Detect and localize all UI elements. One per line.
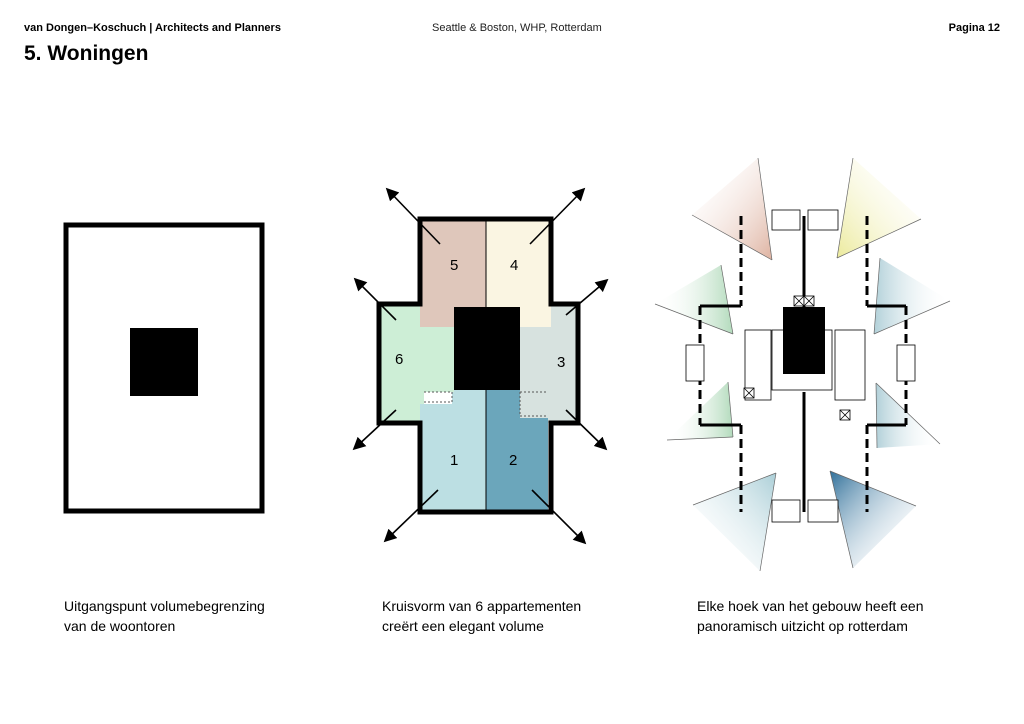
view-cone-bottom-right: [830, 471, 916, 568]
apartment-unit-1: [420, 390, 486, 512]
unit-label-6: 6: [395, 351, 403, 368]
apartment-unit-4: [486, 219, 551, 327]
caption-line: Elke hoek van het gebouw heeft een: [697, 598, 924, 614]
unit-label-1: 1: [450, 452, 458, 469]
view-cone-bottom-left: [693, 473, 776, 571]
apartment-unit-3: [520, 304, 578, 423]
caption-line: Kruisvorm van 6 appartementen: [382, 598, 582, 614]
caption-line: van de woontoren: [64, 618, 176, 634]
apartment-unit-6: [379, 304, 454, 423]
apartment-unit-2: [486, 390, 548, 512]
core-block: [130, 328, 198, 396]
page-number: Pagina 12: [948, 22, 1000, 34]
building-core: [454, 307, 520, 390]
arrow-top-right: [529, 187, 586, 245]
floor-plan: [685, 209, 916, 523]
apartment-unit-5: [420, 219, 486, 327]
caption-line: panoramisch uitzicht op rotterdam: [697, 618, 908, 634]
arrow-mid-left: [353, 277, 397, 321]
view-cone-top-left: [692, 158, 772, 260]
arrow-top-left: [385, 187, 441, 245]
view-arrows: [352, 187, 609, 545]
volume-outline: [63, 222, 265, 514]
unit-label-2: 2: [509, 452, 517, 469]
arrow-bottom-right: [531, 489, 587, 545]
unit-label-3: 3: [557, 354, 565, 371]
arrow-mid-right: [565, 278, 609, 316]
unit-label-5: 5: [450, 257, 458, 274]
view-cone-top-right: [837, 158, 921, 258]
arrow-lower-right: [565, 409, 608, 451]
project-name: Seattle & Boston, WHP, Rotterdam: [432, 22, 602, 34]
firm-name: van Dongen–Koschuch | Architects and Pla…: [24, 22, 281, 34]
caption-cross-shape: Kruisvorm van 6 appartementen creërt een…: [382, 596, 581, 636]
view-cones: [655, 158, 950, 571]
section-title: 5. Woningen: [24, 42, 149, 65]
view-cone-mid-right: [874, 258, 950, 334]
view-cone-lower-right: [876, 383, 940, 448]
caption-volume: Uitgangspunt volumebegrenzing van de woo…: [64, 596, 265, 636]
unit-label-4: 4: [510, 257, 518, 274]
view-cone-mid-left: [655, 265, 733, 334]
caption-panoramic-view: Elke hoek van het gebouw heeft een panor…: [697, 596, 924, 636]
arrow-lower-left: [352, 409, 397, 451]
caption-line: creërt een elegant volume: [382, 618, 544, 634]
arrow-bottom-left: [383, 489, 439, 543]
dotted-boundary: [424, 391, 548, 417]
caption-line: Uitgangspunt volumebegrenzing: [64, 598, 265, 614]
sight-lines: [654, 157, 951, 572]
